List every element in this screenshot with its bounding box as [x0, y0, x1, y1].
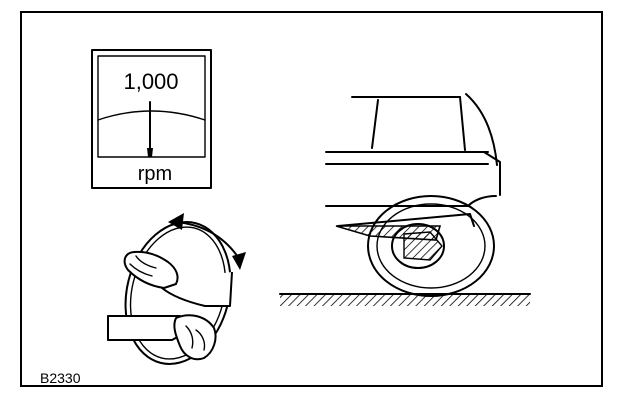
car-wheel-assembly: [279, 93, 531, 306]
car-fender-lip: [467, 195, 497, 207]
lower-hand-thumb: [195, 329, 206, 351]
undercarriage-outline: [337, 213, 475, 227]
wheel-rim: [391, 223, 445, 269]
tire-tread: [376, 203, 486, 289]
tachometer-reading: 1,000: [123, 69, 178, 94]
ground-hatch: [280, 294, 530, 306]
car-rear-contour: [465, 93, 498, 166]
tachometer-scale-arc: [97, 110, 206, 121]
undercarriage-hatched: [335, 225, 442, 241]
rotation-arrow-arc: [175, 221, 241, 261]
car-rear-pillar: [459, 96, 466, 151]
rotation-arrow-head-left: [168, 213, 184, 230]
tachometer-housing: [91, 49, 212, 189]
upper-hand: [123, 250, 179, 289]
figure-frame: [20, 11, 603, 387]
tachometer: 1,000 rpm: [91, 49, 212, 189]
lower-hand-finger: [185, 325, 194, 349]
car-bumper-edge: [483, 151, 501, 196]
upper-hand-knuckles: [135, 255, 157, 269]
steering-wheel-assembly: [107, 213, 246, 365]
lower-hand: [173, 314, 217, 361]
upper-hand-finger: [129, 263, 153, 277]
tachometer-unit: rpm: [138, 163, 172, 185]
rotation-arrow-head-right: [232, 252, 246, 270]
car-window-pillar: [371, 99, 379, 149]
tachometer-needle-base: [147, 148, 153, 157]
figure-code: B2330: [40, 370, 81, 386]
